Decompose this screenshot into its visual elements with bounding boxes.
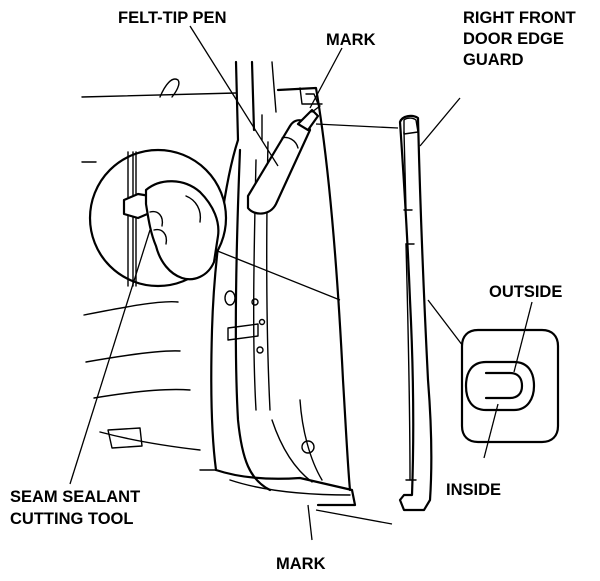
label-guard-line3: GUARD: [463, 51, 524, 69]
door-edge-guard: [398, 114, 433, 512]
label-guard-line2: DOOR EDGE: [463, 30, 564, 48]
label-outside: OUTSIDE: [489, 283, 562, 301]
felt-tip-pen: [246, 105, 321, 215]
vehicle-body: [81, 60, 357, 507]
label-mark-top: MARK: [326, 31, 376, 49]
leader-lines: [69, 25, 533, 541]
label-mark-bottom: MARK: [276, 555, 326, 573]
label-inside: INSIDE: [446, 481, 501, 499]
label-guard-line1: RIGHT FRONT: [463, 9, 576, 27]
label-tool-line2: CUTTING TOOL: [10, 510, 133, 528]
label-tool-line1: SEAM SEALANT: [10, 488, 140, 506]
label-felt-tip-pen: FELT-TIP PEN: [118, 9, 226, 27]
magnified-detail-circle: [88, 148, 341, 301]
guard-cross-section: [427, 299, 560, 444]
